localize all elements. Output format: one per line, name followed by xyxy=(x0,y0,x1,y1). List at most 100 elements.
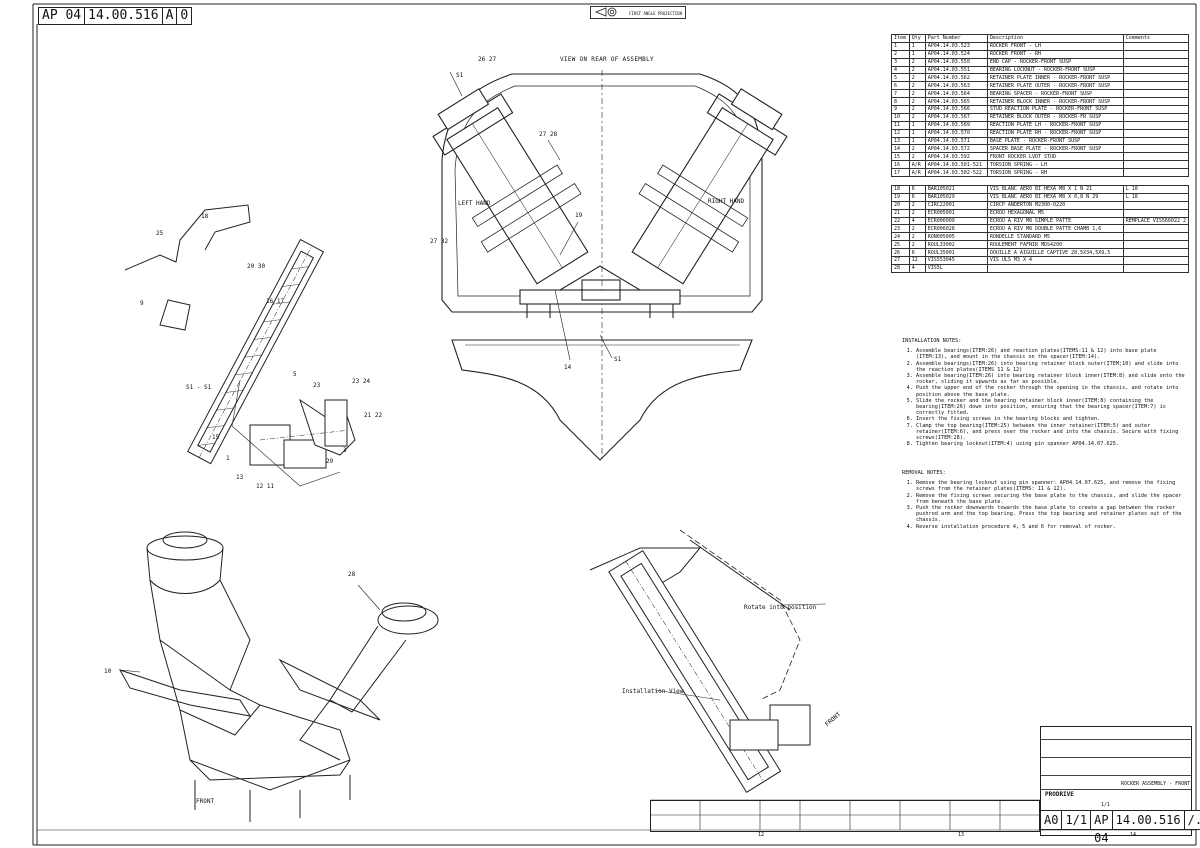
cell-qty: 4 xyxy=(908,216,926,226)
cell-part-number: CIRC22001 xyxy=(924,200,988,210)
cell-part-number: AP04.14.03.562 xyxy=(924,73,988,83)
cell-part-number: RON005005 xyxy=(924,232,988,242)
cell-comments: REMPLACE VIS566022 2 xyxy=(1122,216,1190,226)
cell-part-number: AP04.14.03.572 xyxy=(924,144,988,154)
tb-prefix: AP 04 xyxy=(1091,811,1113,845)
cell-part-number: AP04.14.03.501-521 xyxy=(924,160,988,170)
cell-comments xyxy=(1122,89,1190,99)
parts-header-row: Item Qty Part Number Description Comment… xyxy=(891,34,1190,43)
cell-comments xyxy=(1122,41,1190,51)
balloon-19: 19 xyxy=(575,212,583,219)
cell-part-number: ECR005001 xyxy=(924,208,988,218)
cell-item: 26 xyxy=(891,248,910,258)
cell-part-number xyxy=(925,176,988,187)
cell-part-number: AP04.14.03.571 xyxy=(924,136,988,146)
grid-number-12: 12 xyxy=(758,832,765,838)
cell-part-number: AP04.14.03.564 xyxy=(924,89,988,99)
cell-description: TORSION SPRING - RH xyxy=(986,168,1124,178)
cell-qty: A/R xyxy=(908,160,926,170)
cell-part-number: AP04.14.03.563 xyxy=(924,81,988,91)
cell-description: END CAP - ROCKER-FRONT SUSP xyxy=(986,57,1124,67)
drawing-title: ROCKER ASSEMBLY - FRONT xyxy=(1121,781,1191,787)
cell-item: 18 xyxy=(891,185,910,194)
sheet-number: 1/1 xyxy=(1101,802,1111,808)
cell-qty: 2 xyxy=(908,73,926,83)
tb-sheet: 1/1 xyxy=(1062,811,1092,829)
cell-part-number: AP04.14.03.566 xyxy=(924,105,988,114)
cell-qty: A/R xyxy=(908,168,926,178)
balloon-27-28: 27 28 xyxy=(539,131,558,138)
cell-description: RETAINER BLOCK INNER - ROCKER-FRONT SUSP xyxy=(986,97,1124,107)
cell-description: VIS ULS M3 X 4 xyxy=(986,256,1124,265)
cell-description: DOUILLE A AIGUILLE CAPTIVE 28,5X34,5X9,5 xyxy=(986,248,1124,258)
balloon-16-17: 16 17 xyxy=(266,298,285,305)
cell-comments xyxy=(1122,112,1190,122)
cell-comments xyxy=(1122,144,1190,154)
cell-item: 5 xyxy=(891,73,910,83)
cell-qty: 2 xyxy=(908,112,926,122)
balloon-9: 9 xyxy=(140,300,144,307)
cell-part-number: VIS553045 xyxy=(924,256,988,265)
cell-part-number: AP04.14.03.565 xyxy=(924,97,988,107)
cell-comments xyxy=(1122,105,1190,114)
note-item: Remove the fixing screws securing the ba… xyxy=(916,493,1187,505)
installation-view xyxy=(589,529,827,794)
cell-item: 4 xyxy=(891,65,910,75)
installation-view-label: Installation View xyxy=(622,688,684,695)
cell-qty: 1 xyxy=(908,49,926,59)
cell-item: 12 xyxy=(891,128,910,138)
cell-item: 16 xyxy=(891,160,910,170)
cell-description: ROCKER FRONT - RH xyxy=(986,49,1124,59)
cell-item: 14 xyxy=(891,144,910,154)
cell-comments xyxy=(1122,57,1190,67)
note-item: Push the rocker downwards towards the ba… xyxy=(916,505,1187,524)
balloon-26-27: 26 27 xyxy=(478,56,497,63)
cell-part-number: BAR105029 xyxy=(924,192,988,202)
cell-part-number: AP04.14.03.567 xyxy=(924,112,988,122)
cell-part-number: AP04.14.03.551 xyxy=(924,65,988,75)
grid-number-13: 13 xyxy=(958,832,965,838)
cell-comments xyxy=(1122,49,1190,59)
cell-item: 22 xyxy=(891,216,910,226)
drawing-number: 14.00.516 xyxy=(85,8,163,24)
installation-notes-heading: INSTALLATION NOTES: xyxy=(902,338,962,344)
drawing-number-box: AP 04 14.00.516 A 0 xyxy=(38,7,193,25)
cell-item xyxy=(891,176,910,187)
cell-description: BEARING LOCKNUT - ROCKER-FRONT SUSP xyxy=(986,65,1124,75)
note-item: Clamp the top bearing(ITEM:25) between t… xyxy=(916,423,1187,442)
balloon-23-24: 23 24 xyxy=(352,378,371,385)
cell-description: ECROU A RIV M8 SIMPLE PATTE xyxy=(986,216,1124,226)
section-view xyxy=(124,204,356,487)
balloon-15: 15 xyxy=(212,434,220,441)
cell-item: 9 xyxy=(891,105,910,114)
cell-item: 27 xyxy=(891,256,910,265)
balloon-3: 3 xyxy=(343,447,347,454)
tb-size: A0 xyxy=(1041,811,1063,829)
balloon-13: 13 xyxy=(236,474,244,481)
cell-comments xyxy=(1122,81,1190,91)
cell-qty: 2 xyxy=(908,65,926,75)
cell-item: 8 xyxy=(891,97,910,107)
note-item: Assemble bearing(ITEM:26) into bearing r… xyxy=(916,373,1187,385)
cell-description: CIRCP ANDERTON M2300-0220 xyxy=(986,200,1124,210)
cell-description xyxy=(986,263,1124,273)
cell-qty: 6 xyxy=(908,185,926,194)
cell-part-number: ECR006009 xyxy=(924,216,988,226)
cell-comments: L 18 xyxy=(1122,192,1190,202)
cell-comments xyxy=(1122,128,1190,138)
